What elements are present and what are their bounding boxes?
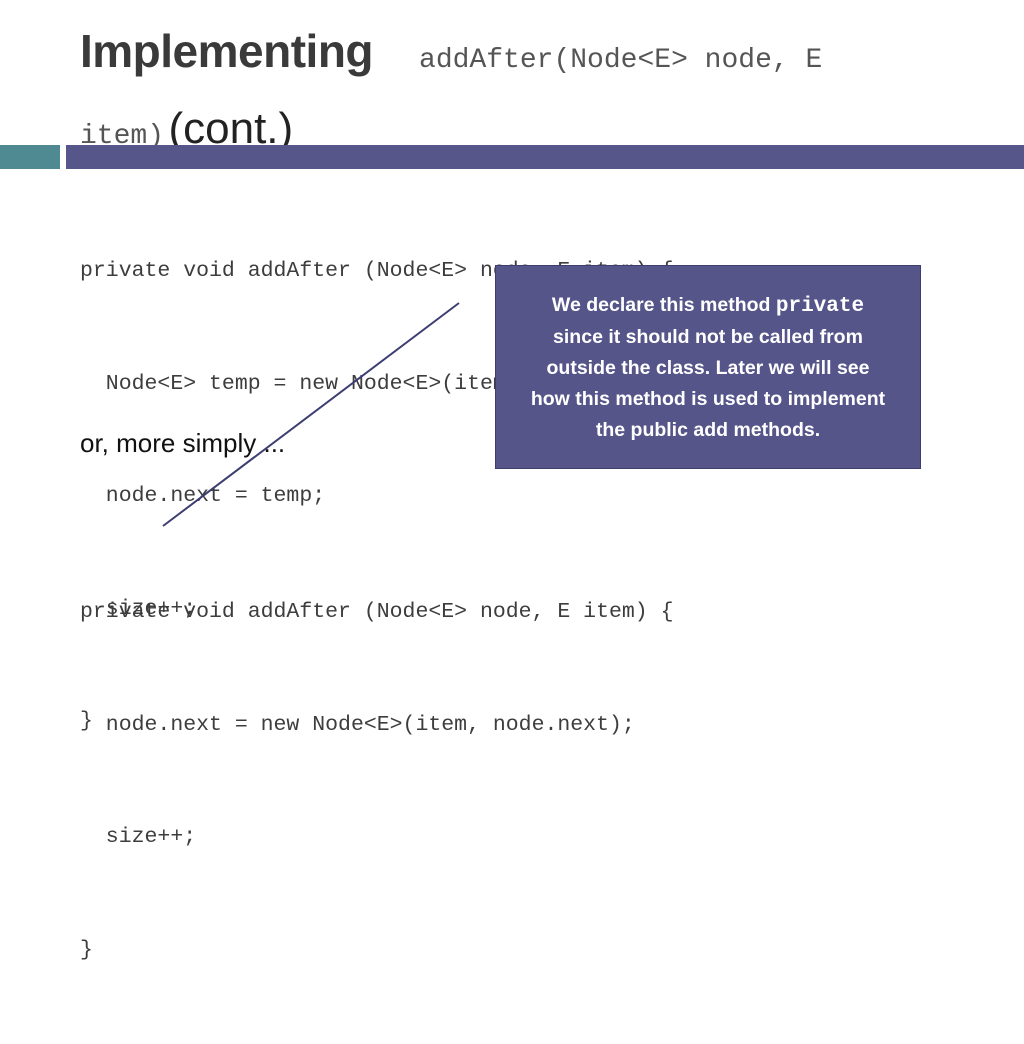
callout-line-1: We declare this method private: [506, 290, 910, 322]
title-suffix: (cont.): [168, 104, 294, 153]
accent-teal-block: [0, 145, 60, 169]
callout-line-2: since it should not be called from: [553, 326, 863, 348]
code-block-simplified: private void addAfter (Node<E> node, E i…: [80, 519, 674, 1044]
title-word: Implementing: [80, 25, 374, 77]
code-line: node.next = temp;: [80, 484, 326, 508]
code-line: size++;: [80, 596, 197, 621]
callout-line-1-prefix: We declare this method: [551, 294, 776, 316]
callout-line-4: how this method is used to implement: [530, 388, 886, 410]
callout-box: We declare this method private since it …: [495, 265, 921, 469]
code-line: }: [80, 709, 93, 733]
accent-divider-bar: [66, 145, 1024, 169]
code-line: }: [80, 937, 93, 962]
callout-line-5: the public add methods.: [595, 419, 821, 441]
code-line: private void addAfter (Node<E> node, E i…: [80, 600, 674, 624]
callout-line-3: outside the class. Later we will see: [546, 357, 870, 379]
title-code-part1: addAfter(Node<E> node, E: [419, 45, 823, 76]
code-line: size++;: [80, 825, 197, 849]
callout-code-private: private: [775, 295, 865, 318]
code-line: node.next = new Node<E>(item, node.next)…: [80, 712, 635, 737]
connector-text: or, more simply ...: [80, 428, 286, 458]
